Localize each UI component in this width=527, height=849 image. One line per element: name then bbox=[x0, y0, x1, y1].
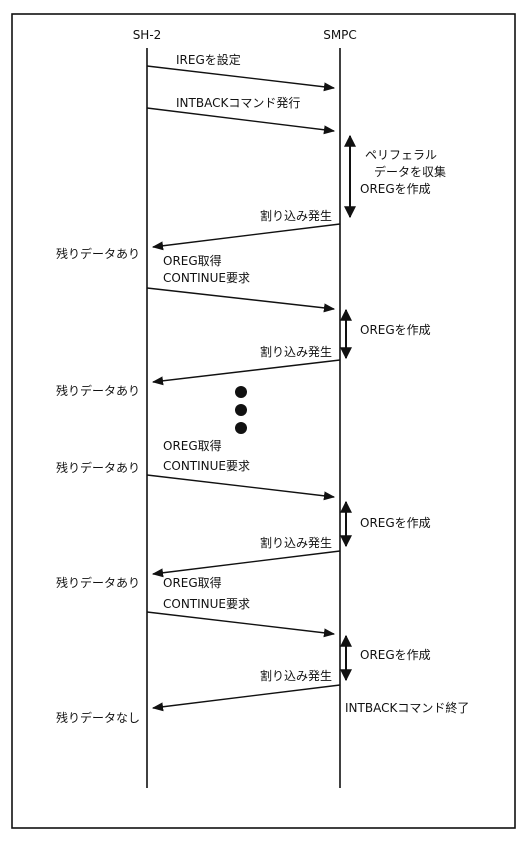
message-arrow bbox=[146, 107, 336, 135]
message-arrow bbox=[146, 611, 336, 638]
sh2-state-label: 残りデータあり bbox=[56, 575, 140, 590]
message-label: OREG取得 bbox=[163, 575, 222, 590]
activity-label: OREGを作成 bbox=[360, 323, 431, 337]
message-label: 割り込み発生 bbox=[260, 668, 332, 683]
message-label: 割り込み発生 bbox=[260, 208, 332, 223]
message-label-secondary: CONTINUE要求 bbox=[163, 597, 250, 611]
sh2-state-label: 残りデータあり bbox=[56, 460, 140, 475]
activity-label: OREGを作成 bbox=[360, 182, 431, 196]
ellipsis-dot bbox=[235, 422, 247, 434]
end-note: INTBACKコマンド終了 bbox=[345, 700, 469, 715]
message-label: OREG取得 bbox=[163, 253, 222, 268]
ellipsis-dot bbox=[235, 404, 247, 416]
message-label-secondary: CONTINUE要求 bbox=[163, 459, 250, 473]
activity-label: データを収集 bbox=[374, 164, 446, 179]
activity-label: ペリフェラル bbox=[365, 148, 437, 162]
message-arrow bbox=[146, 474, 336, 501]
message-arrow bbox=[151, 223, 341, 251]
message-arrow bbox=[151, 550, 341, 578]
message-arrow bbox=[146, 287, 336, 313]
message-arrow bbox=[151, 684, 341, 712]
activity-label: OREGを作成 bbox=[360, 516, 431, 530]
sh2-state-label: 残りデータあり bbox=[56, 383, 140, 398]
message-arrow bbox=[151, 359, 341, 386]
message-label: 割り込み発生 bbox=[260, 535, 332, 550]
sh2-state-label: 残りデータあり bbox=[56, 246, 140, 261]
message-label-secondary: CONTINUE要求 bbox=[163, 271, 250, 285]
message-label: INTBACKコマンド発行 bbox=[176, 96, 300, 110]
participant-sh2: SH-2 bbox=[133, 28, 162, 42]
message-label: IREGを設定 bbox=[176, 52, 241, 67]
message-label: 割り込み発生 bbox=[260, 344, 332, 359]
sh2-state-label: 残りデータなし bbox=[56, 710, 140, 725]
participant-smpc: SMPC bbox=[323, 28, 357, 42]
message-label: OREG取得 bbox=[163, 438, 222, 453]
activity-label: OREGを作成 bbox=[360, 648, 431, 662]
ellipsis-dot bbox=[235, 386, 247, 398]
message-arrow bbox=[146, 65, 336, 92]
diagram-frame bbox=[11, 13, 516, 829]
